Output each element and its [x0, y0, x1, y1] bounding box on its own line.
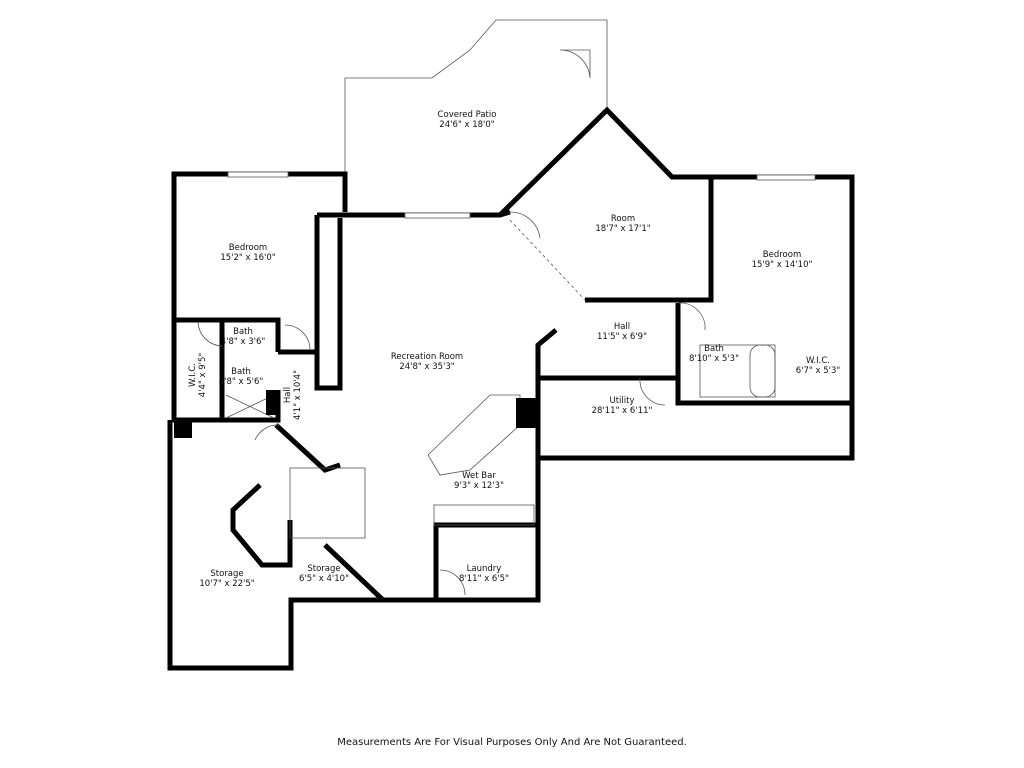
- room-size: 8'11" x 6'5": [459, 574, 509, 584]
- wall: [498, 106, 714, 303]
- bathtub: [749, 344, 776, 398]
- room-name: Bedroom: [228, 243, 268, 253]
- room-name: Wet Bar: [462, 471, 496, 481]
- room-size: 9'3" x 12'3": [454, 481, 504, 491]
- room-name: Recreation Room: [390, 352, 464, 362]
- room-name: Bath: [231, 367, 251, 377]
- room-name: Hall: [283, 386, 293, 404]
- patio-outline: [344, 19, 608, 212]
- column: [266, 390, 278, 415]
- room-size: 24'6" x 18'0": [439, 120, 495, 130]
- room-size: 24'8" x 35'3": [399, 362, 455, 372]
- door-swing: [284, 324, 311, 351]
- door-swing: [639, 377, 666, 406]
- wall: [535, 328, 558, 378]
- room-size: 8'10" x 5'3": [689, 354, 739, 364]
- window: [756, 174, 816, 181]
- room-size: 11'5" x 6'9": [597, 332, 647, 342]
- wet-bar-counter: [427, 394, 521, 476]
- room-name: Storage: [307, 564, 341, 574]
- wall: [675, 303, 852, 406]
- door-swing: [439, 569, 466, 596]
- room-name: Bedroom: [762, 250, 802, 260]
- door-swing: [254, 424, 281, 441]
- column: [174, 420, 192, 438]
- opening: [509, 219, 586, 301]
- room-name: Utility: [609, 396, 635, 406]
- wall: [230, 483, 293, 568]
- wall: [323, 543, 385, 602]
- room-size: 28'11" x 6'11": [591, 406, 653, 416]
- room-name: W.I.C.: [806, 356, 830, 366]
- room-name: Bath: [233, 327, 253, 337]
- room-label-wic-west: W.I.C.4'4" x 9'5": [188, 353, 208, 398]
- window: [404, 212, 471, 219]
- room-size: 18'7" x 17'1": [595, 224, 651, 234]
- room-size: 4'4" x 9'5": [198, 352, 208, 398]
- door-swing: [509, 211, 541, 239]
- room-size: 6'7" x 5'3": [795, 366, 841, 376]
- wall: [176, 317, 281, 352]
- room-size: 4'1" x 10'4": [293, 370, 303, 420]
- bar-counter: [433, 504, 535, 526]
- wall: [433, 522, 538, 600]
- disclaimer: Measurements Are For Visual Purposes Onl…: [337, 737, 687, 748]
- room-name: Room: [610, 214, 636, 224]
- room-size: 4'8" x 5'6": [218, 377, 264, 387]
- room-name: Laundry: [466, 564, 502, 574]
- wall: [274, 423, 341, 473]
- room-name: Storage: [210, 569, 244, 579]
- room-size: 6'5" x 4'10": [299, 574, 349, 584]
- wall: [167, 420, 541, 671]
- spiral-stair-icon: [559, 49, 591, 79]
- wall: [314, 215, 343, 391]
- window: [227, 171, 289, 178]
- room-label-wic-east: W.I.C.6'7" x 5'3": [796, 356, 841, 376]
- room-size: 15'9" x 14'10": [751, 260, 813, 270]
- room-name: Covered Patio: [437, 110, 497, 120]
- room-name: Hall: [613, 322, 631, 332]
- room-size: 15'2" x 16'0": [220, 253, 276, 263]
- room-size: 10'7" x 22'5": [199, 579, 255, 589]
- room-name: Bath: [704, 344, 724, 354]
- wall: [535, 174, 855, 461]
- door-swing: [197, 321, 223, 347]
- room-size: 4'8" x 3'6": [220, 337, 266, 347]
- column: [516, 398, 536, 428]
- room-name: W.I.C.: [188, 363, 198, 387]
- staircase: [289, 467, 366, 539]
- door-swing: [677, 302, 706, 331]
